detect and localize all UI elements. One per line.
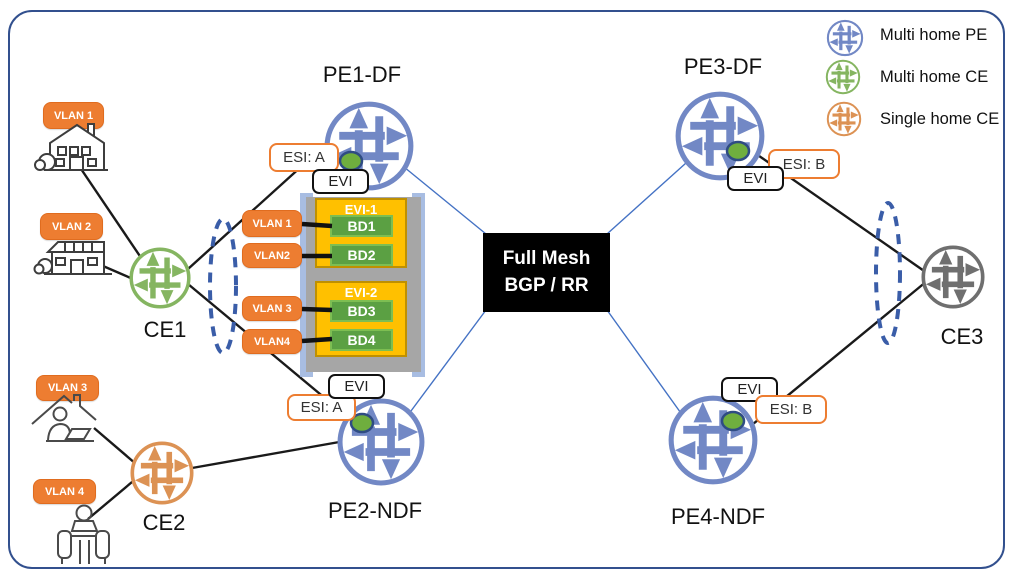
esi-b-pe4-box: ESI: B (755, 395, 827, 424)
evi-1-box: EVI-1 BD1 BD2 (315, 198, 407, 268)
vlan2-endpoint-tag: VLAN 2 (40, 213, 103, 240)
full-mesh-bgp-rr-box: Full Mesh BGP / RR (483, 233, 610, 312)
evi-tag-pe3: EVI (727, 166, 784, 191)
bd2-box: BD2 (330, 244, 393, 266)
legend-label-single-home-ce: Single home CE (880, 110, 1000, 128)
esi-a-pe1-box: ESI: A (269, 143, 339, 172)
legend-label-multi-home-ce: Multi home CE (880, 68, 989, 86)
core-line1: Full Mesh (502, 247, 591, 269)
evi-1-title: EVI-1 (344, 202, 378, 217)
ce3-title: CE3 (940, 324, 984, 349)
stack-vlan2-tag: VLAN2 (242, 243, 302, 268)
ce1-title: CE1 (143, 317, 187, 342)
ce2-title: CE2 (142, 510, 186, 535)
bd3-box: BD3 (330, 300, 393, 322)
stack-vlan4-tag: VLAN4 (242, 329, 302, 354)
pe2-title: PE2-NDF (327, 498, 423, 523)
pe1-title: PE1-DF (322, 62, 402, 87)
pe4-title: PE4-NDF (670, 504, 766, 529)
evi-tag-pe2: EVI (328, 374, 385, 399)
evi-2-title: EVI-2 (344, 285, 378, 300)
vlan3-endpoint-tag: VLAN 3 (36, 375, 99, 401)
evi-2-box: EVI-2 BD3 BD4 (315, 281, 407, 357)
vlan4-endpoint-tag: VLAN 4 (33, 479, 96, 504)
legend-label-multi-home-pe: Multi home PE (880, 26, 988, 44)
bd1-box: BD1 (330, 215, 393, 237)
bd4-box: BD4 (330, 329, 393, 351)
evi-tag-pe1: EVI (312, 169, 369, 194)
vlan1-endpoint-tag: VLAN 1 (43, 102, 104, 129)
stack-vlan1-tag: VLAN 1 (242, 210, 302, 237)
core-line2: BGP / RR (504, 274, 589, 296)
pe3-title: PE3-DF (683, 54, 763, 79)
stack-vlan3-tag: VLAN 3 (242, 296, 302, 321)
